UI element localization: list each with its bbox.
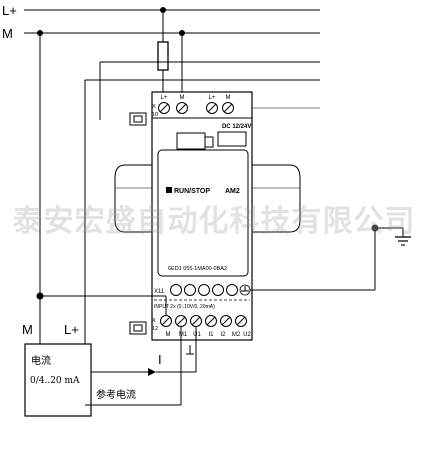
model-label: AM2 bbox=[225, 188, 240, 195]
order-number: 6ED1 055-1MA00-0BA2 bbox=[168, 266, 227, 272]
run-stop-indicator bbox=[166, 187, 172, 193]
bottom-block-id-num: 12 bbox=[152, 326, 158, 332]
top-terminal-block: X 10 bbox=[152, 102, 234, 118]
top-block-id: X bbox=[152, 104, 156, 110]
ground-icon bbox=[395, 236, 411, 246]
top-terminal-label-3: L+ bbox=[209, 95, 216, 101]
supply-label: DC 12/24V bbox=[222, 124, 251, 130]
upper-block-id: X11 bbox=[154, 289, 165, 295]
bottom-terminal-label-1: M bbox=[166, 332, 171, 338]
input-spec: INPUT 2x (0..10V/0..20mA) bbox=[154, 304, 215, 310]
mounting-clip-bottom bbox=[129, 321, 147, 335]
sensor-title: 电流 bbox=[31, 354, 51, 367]
sensor-label-lplus: L+ bbox=[64, 322, 79, 337]
connector-led bbox=[204, 136, 214, 148]
label-plate bbox=[217, 131, 247, 147]
signal-arrow-icon bbox=[148, 368, 156, 376]
screw-x11-4[interactable] bbox=[212, 284, 224, 296]
screw-x11-1[interactable] bbox=[170, 284, 182, 296]
bottom-terminal-label-7: U2 bbox=[243, 332, 251, 338]
sensor-label-m: M bbox=[22, 322, 33, 337]
bottom-terminal-block bbox=[160, 315, 247, 327]
shield-ground-icon bbox=[186, 345, 194, 355]
status-label: RUN/STOP bbox=[174, 188, 210, 195]
sensor-box bbox=[24, 343, 92, 417]
top-terminal-label-1: L+ bbox=[161, 95, 168, 101]
top-block-id-num: 10 bbox=[152, 112, 158, 118]
bottom-terminal-label-5: I2 bbox=[220, 332, 226, 338]
rail-label-lplus: L+ bbox=[2, 3, 17, 18]
top-terminal-label-4: M bbox=[226, 95, 231, 101]
screw-x11-5[interactable] bbox=[226, 284, 238, 296]
screw-x11-3[interactable] bbox=[198, 284, 210, 296]
reference-label: 参考电流 bbox=[96, 388, 136, 401]
upper-terminal-block bbox=[170, 284, 238, 296]
bottom-terminal-label-4: I1 bbox=[208, 332, 214, 338]
mounting-clip-top bbox=[129, 112, 147, 126]
bottom-terminal-label-3: U1 bbox=[193, 332, 201, 338]
current-symbol: I bbox=[158, 352, 162, 367]
screw-x11-2[interactable] bbox=[184, 284, 196, 296]
module-front bbox=[157, 149, 249, 277]
sensor-range: 0/4..20 mA bbox=[30, 376, 80, 386]
bottom-terminal-label-2: M1 bbox=[179, 332, 188, 338]
connector-slot bbox=[176, 132, 206, 150]
bottom-block-id: X bbox=[152, 318, 156, 324]
rail-label-m: M bbox=[2, 26, 13, 41]
top-terminal-label-2: M bbox=[180, 95, 185, 101]
fuse bbox=[157, 41, 169, 71]
bottom-terminal-label-6: M2 bbox=[232, 332, 241, 338]
